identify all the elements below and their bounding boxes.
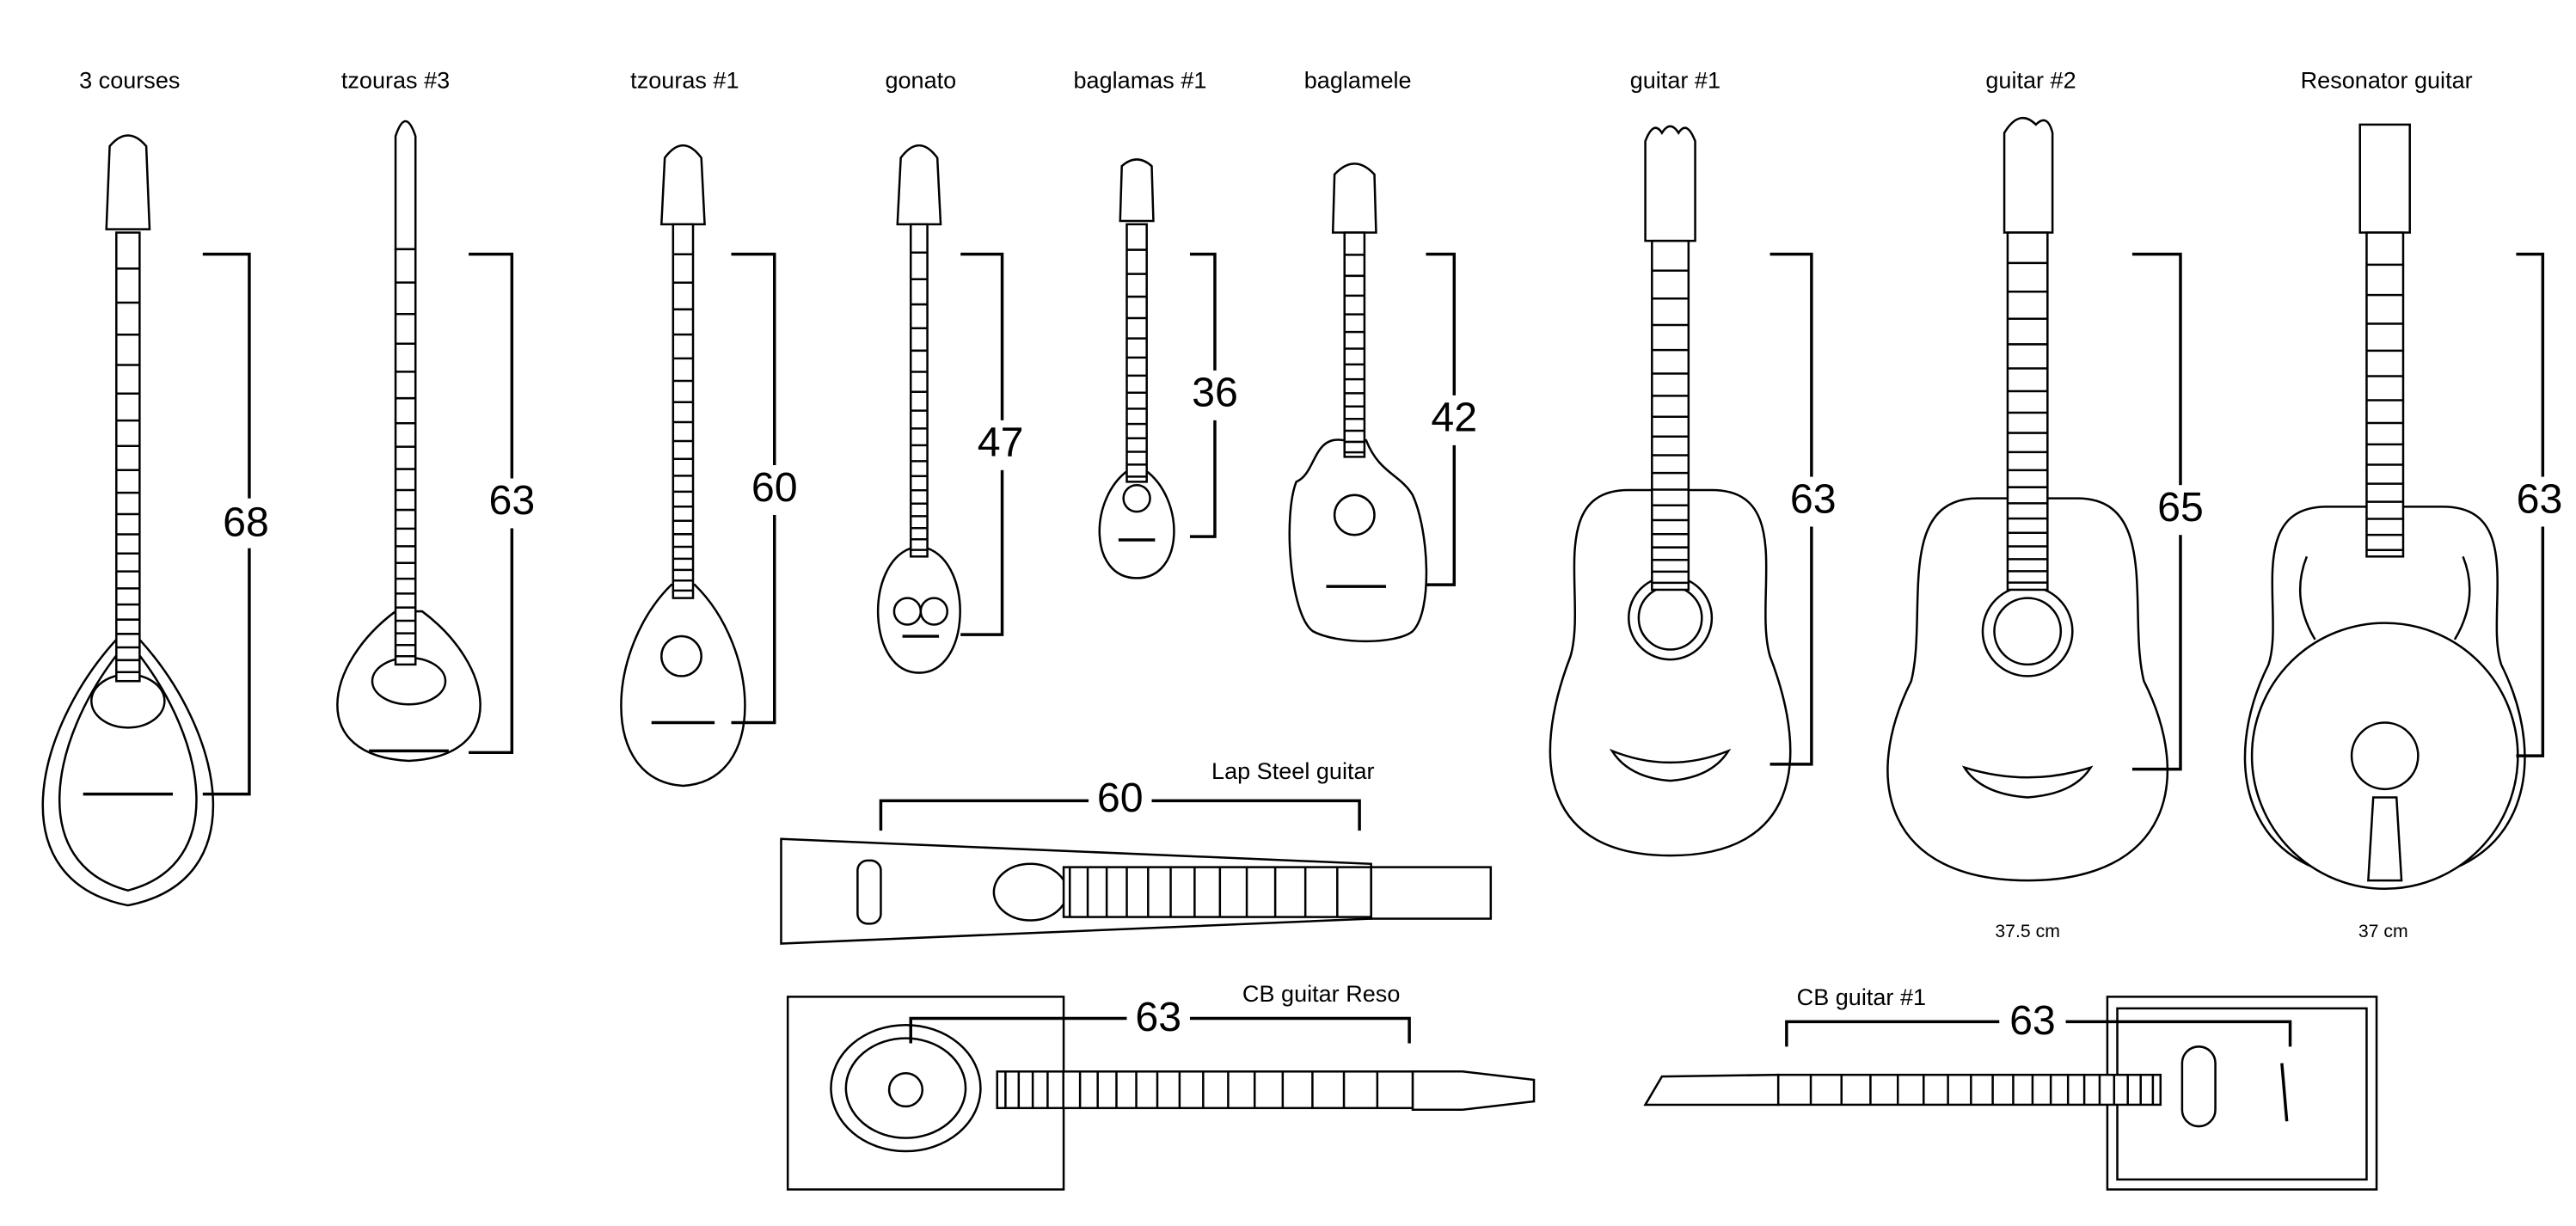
instrument-tzouras-1: tzouras #1 60 (620, 67, 805, 788)
fretboard (909, 223, 929, 558)
scale-length: 60 (1097, 775, 1144, 821)
scale-length: 42 (1431, 395, 1477, 441)
instrument-guitar-1: guitar #1 63 (1549, 67, 1842, 857)
sound-hole (1333, 493, 1376, 536)
bridge (856, 859, 882, 925)
headstock (105, 134, 151, 230)
instrument-label: baglamele (1304, 67, 1412, 93)
headstock (2358, 123, 2411, 234)
headstock (1643, 1073, 1780, 1106)
scale-length: 65 (2157, 484, 2204, 530)
headstock (659, 144, 706, 226)
instrument-gonato: gonato 47 (877, 67, 1031, 674)
instrument-label: guitar #1 (1630, 67, 1720, 93)
instrument-label: guitar #2 (1985, 67, 2076, 93)
scale-bracket (1785, 1020, 2292, 1047)
body-width-label: 37.5 cm (1995, 921, 2060, 941)
instrument-label: Resonator guitar (2301, 67, 2473, 93)
scale-length: 63 (2517, 475, 2563, 522)
fretboard (996, 1070, 1414, 1110)
body (1288, 438, 1428, 643)
headstock (896, 144, 942, 226)
scale-length: 63 (1790, 475, 1837, 522)
fretboard (2006, 231, 2049, 592)
scale-length: 68 (223, 499, 269, 545)
fretboards (115, 223, 2405, 1110)
sound-hole (90, 673, 166, 729)
body-width-label: 37 cm (2358, 921, 2408, 941)
instrument-guitar-2: guitar #2 65 37.5 cm (1886, 67, 2209, 941)
headstock (394, 120, 417, 251)
scale-bracket (909, 1016, 1411, 1044)
f-holes (2298, 555, 2471, 641)
sound-hole (1981, 585, 2074, 677)
fretboard (1651, 239, 1690, 592)
headstock (2003, 116, 2054, 234)
scale-length: 47 (978, 420, 1024, 466)
instrument-label: 3 courses (79, 67, 180, 93)
instrument-label: gonato (885, 67, 956, 93)
fretboard (2365, 231, 2405, 558)
instrument-label: CB guitar #1 (1797, 984, 1926, 1010)
instrument-baglamas-1: baglamas #1 36 (1074, 67, 1243, 579)
headstock (1370, 866, 1493, 920)
instrument-label: tzouras #3 (341, 67, 450, 93)
body (1886, 497, 2168, 882)
pickup (2180, 1045, 2217, 1128)
tailpiece (2367, 796, 2403, 882)
bridge (2280, 1063, 2289, 1122)
fretboard (1776, 1073, 2162, 1106)
body (1098, 469, 1175, 579)
scale-length: 63 (1135, 994, 1181, 1040)
instrument-label: tzouras #1 (630, 67, 739, 93)
sound-hole (660, 634, 702, 677)
headstock (1411, 1070, 1536, 1111)
headstock (1331, 162, 1377, 234)
bridge (1609, 748, 1732, 782)
sound-hole (892, 597, 923, 626)
headstock (1644, 125, 1696, 242)
body (620, 583, 746, 788)
sound-hole (992, 862, 1069, 922)
fretboard (672, 223, 695, 599)
sound-hole (1122, 483, 1151, 513)
instrument-3-courses: 3 courses 68 (41, 67, 278, 907)
scale-length: 60 (751, 464, 798, 511)
headstock (1119, 158, 1155, 223)
bridge (1961, 765, 2094, 799)
instrument-label: baglamas #1 (1074, 67, 1207, 93)
body (1549, 488, 1792, 857)
fretboard (1125, 223, 1148, 483)
fretboard (1062, 866, 1372, 918)
fretboard (1343, 231, 1366, 458)
instrument-label: CB guitar Reso (1242, 981, 1400, 1007)
instrument-resonator-guitar: Resonator guitar 63 37 cm (2243, 67, 2568, 941)
scale-length: 36 (1192, 370, 1238, 416)
instrument-label: Lap Steel guitar (1211, 758, 1375, 784)
scale-length: 63 (2009, 997, 2056, 1044)
instrument-tzouras-3: tzouras #3 63 (336, 67, 543, 763)
scale-length: 63 (488, 477, 535, 524)
fretboard (115, 231, 141, 683)
instrument-baglamele: baglamele 42 (1288, 67, 1483, 643)
fretboard (394, 248, 417, 666)
